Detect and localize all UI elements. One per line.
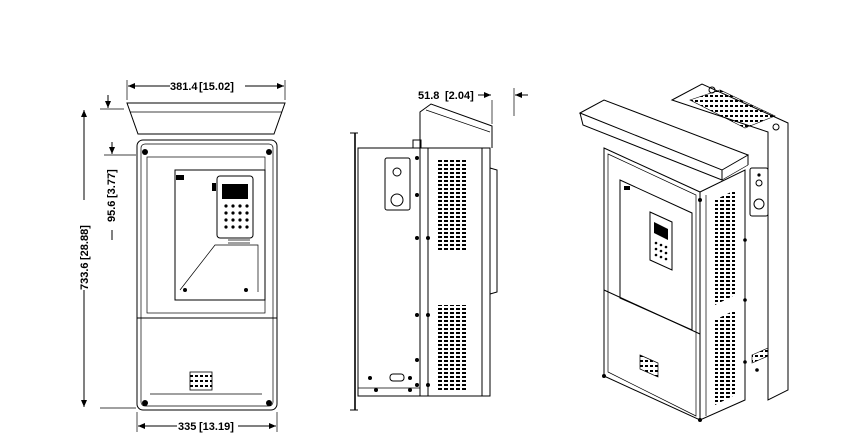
front-view [126,102,286,411]
dim-side-offset: 51.8 [2.04] [418,88,528,124]
iso-side-vents-upper [715,190,735,305]
iso-side-face [699,169,746,421]
side-vents-lower [438,305,466,390]
dim-total-height-in: [28.88] [79,225,91,260]
front-hood [126,102,286,135]
dim-top-offset-in: [3.77] [106,169,118,198]
iso-nameplate [639,354,659,378]
dim-bottom-width-mm: 335 [178,421,196,433]
front-keypad-display [222,184,248,199]
dim-top-width-in: [15.02] [199,81,234,93]
dim-bottom-width-in: [13.19] [199,421,234,433]
dim-total-height: 733.6 [28.88] [79,95,136,409]
isometric-view [578,83,789,422]
iso-keypad [649,211,673,271]
iso-side-vents-lower [715,310,735,405]
dim-bottom-width: 335 [13.19] [136,412,278,433]
dim-top-width: 381.4 [15.02] [126,80,286,100]
dim-side-offset-mm: 51.8 [418,90,439,102]
dim-total-height-mm: 733.6 [79,262,91,290]
side-body [357,147,491,397]
dim-top-offset-mm: 95.6 [106,201,118,222]
dim-side-offset-in: [2.04] [445,90,474,102]
front-keypad [216,175,254,239]
dim-top-offset: 95.6 [3.77] [104,142,136,240]
side-vents-upper [438,158,466,250]
front-nameplate [189,371,213,391]
front-body [136,139,278,411]
iso-front-face [603,147,701,421]
side-view [350,103,498,411]
dim-top-width-mm: 381.4 [170,81,198,93]
